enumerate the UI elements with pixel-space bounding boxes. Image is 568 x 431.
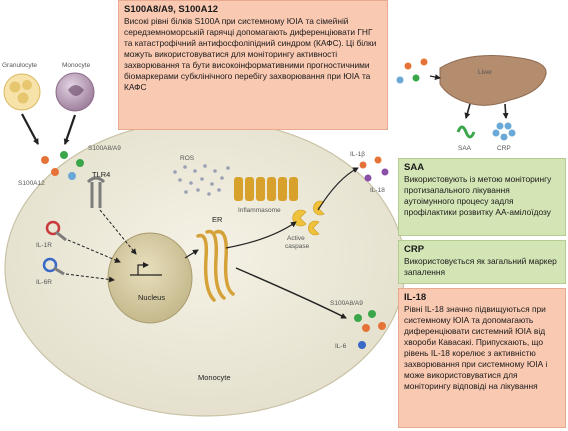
active-caspase-label-2: caspase	[285, 243, 310, 250]
s100a8a9-out-label: S100A8/A9	[330, 300, 363, 307]
il6-label: IL-6	[335, 343, 347, 350]
monocyte-small-cell	[55, 72, 95, 112]
monocyte-cell-label: Monocyte	[198, 373, 231, 382]
granulocyte-label: Granulocyte	[2, 62, 37, 69]
crp-label: CRP	[497, 145, 511, 152]
nucleus-label: Nucleus	[138, 293, 165, 302]
active-caspase-label-1: Active	[287, 235, 305, 242]
inflammasome-icon	[234, 177, 298, 201]
monocyte-small-label: Monocyte	[62, 62, 91, 69]
tlr4-label: TLR4	[92, 170, 110, 179]
saa-box-text: Використовують із метою моніторингу прот…	[404, 174, 552, 217]
granulocyte-cell	[3, 73, 41, 111]
s100-box-title: S100A8/A9, S100A12	[124, 4, 219, 15]
tlr4-receptor	[86, 176, 106, 208]
s100-info-box: S100A8/A9, S100A12 Високі рівні білків S…	[118, 0, 388, 130]
il-cytokines	[359, 156, 389, 182]
s100-proteins	[41, 151, 84, 180]
saa-info-box: SAA Використовують із метою моніторингу …	[398, 158, 566, 236]
liver-input-dots	[396, 58, 428, 84]
s100a12-label: S100A12	[18, 180, 45, 187]
saa-molecule	[456, 125, 476, 139]
s100a8a9-top-label: S100A8/A9	[88, 145, 121, 152]
er-label: ER	[212, 215, 223, 224]
il1r-label: IL-1R	[36, 242, 52, 249]
il18-label: IL-18	[370, 187, 385, 194]
saa-label: SAA	[458, 145, 472, 152]
nucleus	[107, 232, 193, 324]
il1r-receptor	[45, 220, 67, 242]
crp-info-box: CRP Використовується як загальний маркер…	[398, 240, 566, 284]
il18-box-text: Рівні IL-18 значно підвищуються при сист…	[404, 304, 548, 391]
crp-box-text: Використовується як загальний маркер зап…	[404, 256, 557, 277]
gene-promoter-icon	[130, 265, 162, 276]
crp-molecule	[492, 122, 516, 141]
liver-label: Liver	[478, 69, 493, 76]
il18-info-box: IL-18 Рівні IL-18 значно підвищуються пр…	[398, 288, 566, 428]
inflammasome-label: Inflammasome	[238, 207, 281, 214]
il18-box-title: IL-18	[404, 292, 427, 303]
crp-box-title: CRP	[404, 244, 425, 255]
output-proteins	[354, 310, 386, 349]
er-organelle	[196, 229, 235, 302]
s100-box-text: Високі рівні білків S100A при системному…	[124, 16, 377, 92]
ros-label: ROS	[180, 155, 195, 162]
ros-particles	[173, 164, 230, 196]
il1b-label: IL-1β	[350, 151, 365, 158]
saa-box-title: SAA	[404, 162, 425, 173]
liver-organ	[439, 55, 547, 106]
il6r-receptor	[42, 257, 65, 276]
il6r-label: IL-6R	[36, 279, 52, 286]
